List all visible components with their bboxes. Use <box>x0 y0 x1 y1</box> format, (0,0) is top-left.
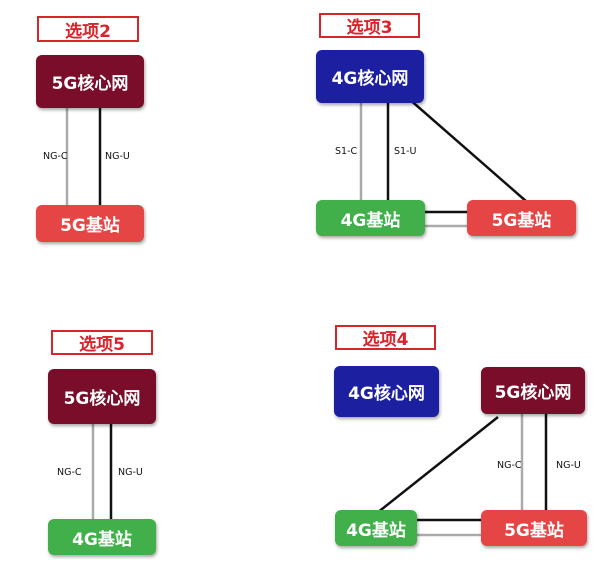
opt2-5g-core-node: 5G核心网 <box>36 55 144 108</box>
opt5-4g-base-station-node: 4G基站 <box>48 519 156 555</box>
opt4-4g-base-station-node: 4G基站 <box>335 510 417 546</box>
opt4-core-to-4g-link <box>376 416 499 514</box>
opt3-core-to-5g-link <box>407 97 528 203</box>
option-4-title: 选项4 <box>335 325 436 350</box>
opt4-4g-core-node: 4G核心网 <box>334 366 439 417</box>
opt3-s1-c-label: S1-C <box>335 146 358 157</box>
opt2-ng-c-label: NG-C <box>43 151 68 162</box>
opt2-5g-base-station-node: 5G基站 <box>36 205 144 242</box>
opt4-ng-u-label: NG-U <box>556 460 581 471</box>
opt2-ng-u-label: NG-U <box>105 151 130 162</box>
option-5-title: 选项5 <box>51 330 153 355</box>
opt4-ng-c-label: NG-C <box>497 460 522 471</box>
opt3-s1-u-label: S1-U <box>394 146 417 157</box>
opt3-5g-base-station-node: 5G基站 <box>467 200 576 236</box>
option-3-title: 选项3 <box>319 13 420 38</box>
option-2-title: 选项2 <box>37 16 139 42</box>
opt4-5g-core-node: 5G核心网 <box>481 367 585 414</box>
opt5-5g-core-node: 5G核心网 <box>48 369 156 424</box>
opt4-5g-base-station-node: 5G基站 <box>481 510 587 546</box>
opt3-4g-core-node: 4G核心网 <box>316 50 424 103</box>
opt3-4g-base-station-node: 4G基站 <box>316 200 425 236</box>
opt5-ng-u-label: NG-U <box>118 467 143 478</box>
opt5-ng-c-label: NG-C <box>57 467 82 478</box>
